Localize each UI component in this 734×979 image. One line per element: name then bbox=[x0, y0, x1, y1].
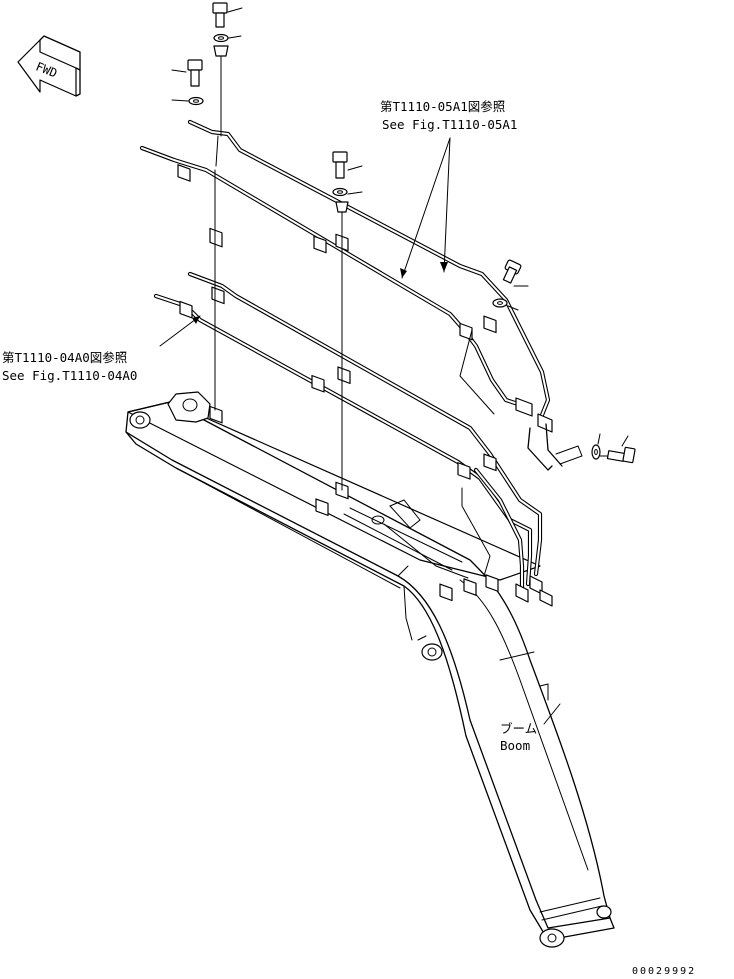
clamp-icon bbox=[311, 374, 325, 393]
document-number: 00029992 bbox=[632, 966, 696, 977]
clamp-icon bbox=[315, 498, 329, 517]
washer-icon bbox=[332, 187, 363, 197]
assembly-lines bbox=[214, 49, 613, 577]
forward-arrow-icon: FWD bbox=[17, 35, 81, 97]
clamp-icon bbox=[335, 201, 349, 213]
bolt-icon bbox=[171, 59, 203, 87]
clamp-icon bbox=[485, 574, 499, 592]
ref-upper-jp: 第T1110-05A1図参照 bbox=[380, 99, 505, 114]
clamp-icon bbox=[209, 405, 223, 424]
tube-clamps bbox=[177, 164, 499, 602]
bolt-icon bbox=[212, 2, 243, 28]
ref-left-jp: 第T1110-04A0図参照 bbox=[2, 350, 127, 365]
boom-label-jp: ブーム bbox=[500, 721, 537, 736]
clamp-icon bbox=[459, 322, 473, 341]
washer-icon bbox=[213, 33, 242, 43]
washer-icon bbox=[171, 96, 204, 106]
clamp-icon bbox=[463, 578, 477, 596]
callout-leaders bbox=[159, 137, 561, 725]
clamp-icon bbox=[457, 462, 471, 480]
ref-upper-en: See Fig.T1110-05A1 bbox=[382, 117, 517, 132]
washer-icon bbox=[492, 298, 519, 311]
clamp-icon bbox=[213, 45, 229, 57]
clamp-icon bbox=[209, 227, 223, 248]
boom bbox=[125, 391, 615, 948]
bolt-icon bbox=[606, 435, 636, 464]
clamp-icon bbox=[211, 286, 225, 305]
clamp-icon bbox=[337, 366, 351, 385]
clamp-icon bbox=[483, 453, 497, 472]
washer-icon bbox=[591, 433, 601, 460]
clamp-icon bbox=[483, 315, 497, 334]
bolt-icon bbox=[502, 259, 522, 284]
bolt-icon bbox=[332, 151, 363, 179]
clamp-icon bbox=[313, 235, 327, 254]
ref-left-en: See Fig.T1110-04A0 bbox=[2, 368, 137, 383]
clamp-icon bbox=[439, 583, 453, 602]
clamp-icon bbox=[179, 300, 193, 319]
clamp-icon bbox=[177, 164, 191, 182]
boom-label-en: Boom bbox=[500, 738, 530, 753]
